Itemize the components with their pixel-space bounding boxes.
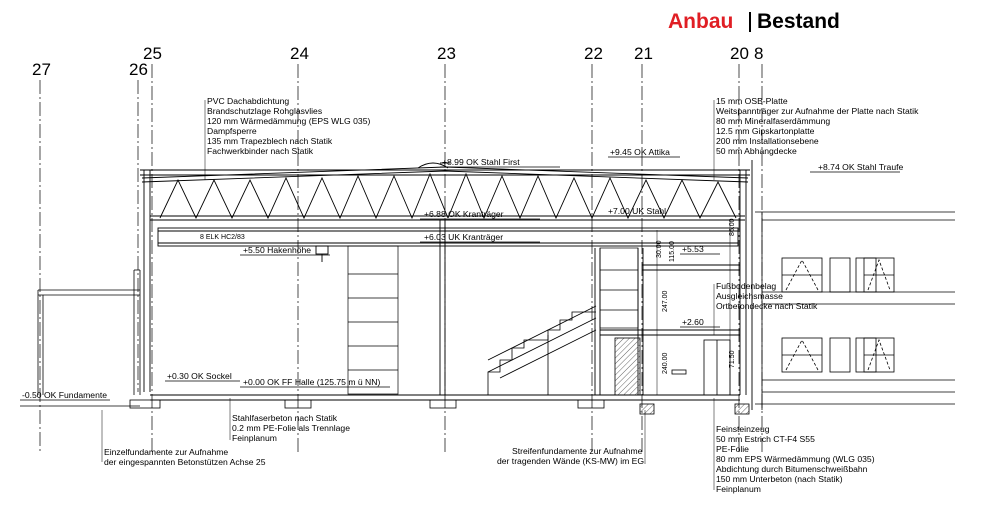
svg-text:50 mm Abhangdecke: 50 mm Abhangdecke bbox=[716, 146, 797, 156]
svg-text:Fachwerkbinder nach Statik: Fachwerkbinder nach Statik bbox=[207, 146, 314, 156]
svg-text:Weitspannträger zur Aufnahme d: Weitspannträger zur Aufnahme der Platte … bbox=[716, 106, 919, 116]
axis-label: 24 bbox=[290, 44, 309, 63]
dimensions: 30.00 115.00 86.00 247.00 240.00 71.50 bbox=[656, 218, 736, 395]
svg-text:15 mm OSB-Platte: 15 mm OSB-Platte bbox=[716, 96, 788, 106]
level-553: +5.53 bbox=[682, 244, 704, 254]
axis-label: 20 bbox=[730, 44, 749, 63]
existing-building bbox=[755, 211, 955, 410]
svg-text:Ausgleichsmasse: Ausgleichsmasse bbox=[716, 291, 783, 301]
note-floor-lower: Feinsteinzeug 50 mm Estrich CT-F4 S55 PE… bbox=[716, 424, 875, 494]
level-traufe: +8.74 OK Stahl Traufe bbox=[818, 162, 903, 172]
svg-text:Abdichtung durch Bitumenschwei: Abdichtung durch Bitumenschweißbahn bbox=[716, 464, 868, 474]
svg-text:PVC Dachabdichtung: PVC Dachabdichtung bbox=[207, 96, 289, 106]
level-ff-halle: +0.00 OK FF Halle (125.75 m ü NN) bbox=[243, 377, 380, 387]
svg-text:Stahlfaserbeton nach Statik: Stahlfaserbeton nach Statik bbox=[232, 413, 338, 423]
title-anbau: Anbau bbox=[668, 10, 734, 33]
foundation bbox=[20, 399, 750, 415]
svg-text:Streifenfundamente zur Aufnahm: Streifenfundamente zur Aufnahme bbox=[512, 446, 643, 456]
svg-text:Fußbodenbelag: Fußbodenbelag bbox=[716, 281, 776, 291]
axis-label: 22 bbox=[584, 44, 603, 63]
level-kran-uk: +6.03 UK Kranträger bbox=[424, 232, 503, 242]
axis-label: 27 bbox=[32, 60, 51, 79]
svg-text:200 mm Installationsebene: 200 mm Installationsebene bbox=[716, 136, 819, 146]
canopy bbox=[37, 269, 141, 395]
svg-text:247.00: 247.00 bbox=[662, 290, 669, 312]
svg-text:71.50: 71.50 bbox=[729, 350, 736, 368]
title-bestand: Bestand bbox=[757, 10, 840, 33]
axis-label: 8 bbox=[754, 44, 763, 63]
svg-text:Ortbetondecke nach Statik: Ortbetondecke nach Statik bbox=[716, 301, 818, 311]
level-haken: +5.50 Hakenhöhe bbox=[243, 245, 311, 255]
svg-text:150 mm Unterbeton (nach Statik: 150 mm Unterbeton (nach Statik) bbox=[716, 474, 843, 484]
note-roof: PVC Dachabdichtung Brandschutzlage Rohgl… bbox=[207, 96, 370, 156]
level-kran-ok: +6.88 OK Kranträger bbox=[424, 209, 504, 219]
svg-text:30.00: 30.00 bbox=[656, 240, 663, 258]
svg-text:120 mm Wärmedämmung (EPS WLG 0: 120 mm Wärmedämmung (EPS WLG 035) bbox=[207, 116, 370, 126]
svg-text:0.2 mm PE-Folie als Trennlage: 0.2 mm PE-Folie als Trennlage bbox=[232, 423, 350, 433]
crane-label: 8 ELK HC2/83 bbox=[200, 234, 245, 241]
svg-text:Feinplanum: Feinplanum bbox=[232, 433, 277, 443]
level-attika: +9.45 OK Attika bbox=[610, 147, 670, 157]
svg-text:PE-Folie: PE-Folie bbox=[716, 444, 749, 454]
svg-text:80 mm EPS Wärmedämmung (WLG 03: 80 mm EPS Wärmedämmung (WLG 035) bbox=[716, 454, 875, 464]
title-separator bbox=[749, 12, 751, 32]
axis-lines bbox=[39, 64, 763, 452]
axis-label: 23 bbox=[437, 44, 456, 63]
svg-text:240.00: 240.00 bbox=[662, 352, 669, 374]
level-uk-stahl: +7.00 UK Stahl bbox=[608, 206, 666, 216]
hall-structure bbox=[140, 160, 753, 410]
note-strip-foundation: Streifenfundamente zur Aufnahme der trag… bbox=[497, 446, 644, 466]
level-fundamente: -0.50 OK Fundamente bbox=[22, 390, 107, 400]
level-260: +2.60 bbox=[682, 317, 704, 327]
svg-text:115.00: 115.00 bbox=[669, 241, 676, 262]
svg-text:135 mm Trapezblech nach Statik: 135 mm Trapezblech nach Statik bbox=[207, 136, 333, 146]
staircase bbox=[487, 305, 597, 395]
note-slab: Stahlfaserbeton nach Statik 0.2 mm PE-Fo… bbox=[232, 413, 350, 443]
level-markers bbox=[20, 156, 900, 401]
level-first: +8.99 OK Stahl First bbox=[442, 157, 520, 167]
svg-text:der tragenden Wände (KS-MW) im: der tragenden Wände (KS-MW) im EG bbox=[497, 456, 644, 466]
storage-rack bbox=[347, 245, 639, 395]
svg-text:50 mm Estrich CT-F4 S55: 50 mm Estrich CT-F4 S55 bbox=[716, 434, 815, 444]
note-single-foundation: Einzelfundamente zur Aufnahme der einges… bbox=[104, 447, 266, 467]
axis-label: 21 bbox=[634, 44, 653, 63]
door bbox=[614, 337, 731, 396]
svg-text:Brandschutzlage Rohglasvlies: Brandschutzlage Rohglasvlies bbox=[207, 106, 322, 116]
note-floor-upper: Fußbodenbelag Ausgleichsmasse Ortbetonde… bbox=[716, 281, 818, 311]
axis-label: 26 bbox=[129, 60, 148, 79]
svg-text:der eingespannten Betonstützen: der eingespannten Betonstützen Achse 25 bbox=[104, 457, 266, 467]
level-sockel: +0.30 OK Sockel bbox=[167, 371, 232, 381]
svg-text:Einzelfundamente zur Aufnahme: Einzelfundamente zur Aufnahme bbox=[104, 447, 228, 457]
svg-text:Dampfsperre: Dampfsperre bbox=[207, 126, 257, 136]
svg-text:Feinplanum: Feinplanum bbox=[716, 484, 761, 494]
axis-label: 25 bbox=[143, 44, 162, 63]
svg-text:12.5 mm Gipskartonplatte: 12.5 mm Gipskartonplatte bbox=[716, 126, 815, 136]
svg-text:80 mm Mineralfaserdämmung: 80 mm Mineralfaserdämmung bbox=[716, 116, 830, 126]
svg-text:86.00: 86.00 bbox=[729, 218, 736, 236]
note-ceiling: 15 mm OSB-Platte Weitspannträger zur Auf… bbox=[716, 96, 919, 156]
svg-text:Feinsteinzeug: Feinsteinzeug bbox=[716, 424, 770, 434]
